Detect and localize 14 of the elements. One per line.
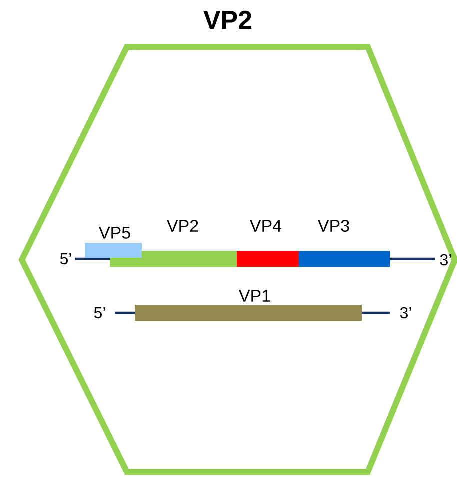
title: VP2 xyxy=(204,10,252,30)
end-label: 3’ xyxy=(440,254,452,266)
node-label: VP2 xyxy=(167,220,198,232)
gene-segment: VP1 xyxy=(135,290,362,321)
node-label: VP1 xyxy=(239,290,270,302)
end-label: 5’ xyxy=(94,307,106,319)
node-label: VP3 xyxy=(318,220,350,232)
end-label: 3’ xyxy=(400,307,412,319)
gene-segment: VP3 xyxy=(299,220,390,267)
node-label: VP5 xyxy=(99,227,130,239)
gene-segment: VP5 xyxy=(85,227,142,258)
end-label: 5’ xyxy=(60,253,72,265)
gene-segment: VP4 xyxy=(237,220,299,267)
node-label: VP4 xyxy=(250,220,282,232)
